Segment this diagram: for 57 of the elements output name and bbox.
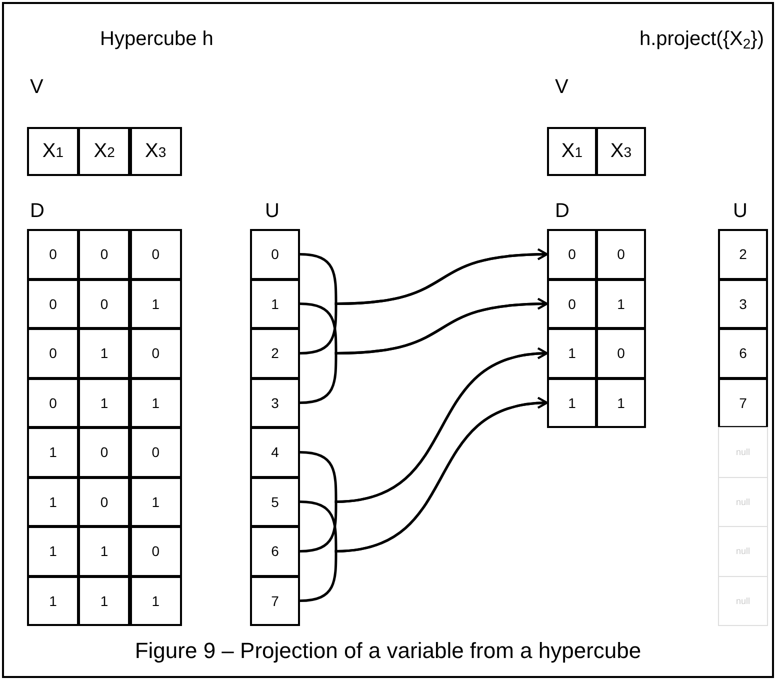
heading: Hypercube h: [100, 28, 214, 51]
arrow: [300, 298, 548, 404]
table-label: U: [733, 200, 748, 223]
value-text: 1: [596, 278, 646, 329]
index-value: 1: [250, 278, 300, 329]
figure-caption: Figure 9 – Projection of a variable from a hypercube: [134, 638, 642, 664]
value-text: 0: [130, 229, 182, 280]
value-text: 0: [547, 229, 597, 280]
table-label: V: [30, 76, 44, 99]
value-text: 1: [547, 378, 597, 428]
value-text: 0: [130, 427, 182, 478]
value-text: 1: [27, 526, 79, 576]
value-text: 0: [78, 229, 130, 280]
value-text: 0: [547, 278, 597, 329]
index-value: 0: [250, 229, 300, 280]
index-value: 3: [718, 278, 768, 329]
value-text: 1: [130, 576, 182, 626]
value-text: 1: [596, 378, 646, 428]
value-text: 0: [27, 278, 79, 329]
value-text: 1: [547, 328, 597, 378]
index-value: 6: [250, 526, 300, 576]
index-value: 4: [250, 427, 300, 478]
value-text: 0: [27, 229, 79, 280]
arrow: [300, 248, 548, 354]
value-text: 0: [27, 328, 79, 378]
value-text: 0: [78, 427, 130, 478]
index-value: 7: [250, 576, 300, 626]
value-text: 1: [130, 278, 182, 329]
value-text: 1: [27, 427, 79, 478]
value-text: 1: [78, 328, 130, 378]
index-value: 5: [250, 476, 300, 527]
value-text: 0: [78, 278, 130, 329]
value-text: 0: [130, 328, 182, 378]
value-text: 1: [27, 476, 79, 527]
value-text: 1: [27, 576, 79, 626]
value-text: 1: [78, 378, 130, 428]
index-value: 2: [718, 229, 768, 280]
index-value: 7: [718, 378, 768, 428]
value-text: 0: [130, 526, 182, 576]
table-label: D: [30, 200, 44, 223]
index-value: 6: [718, 328, 768, 378]
table-label: V: [555, 76, 568, 99]
index-value: 3: [250, 378, 300, 428]
value-text: 1: [78, 526, 130, 576]
arrow: [300, 348, 548, 552]
table-label: U: [265, 200, 280, 223]
table-label: D: [555, 200, 570, 223]
value-text: 0: [596, 229, 646, 280]
heading: h.project({X$_{2}$}): [639, 28, 764, 51]
arrow: [300, 398, 548, 602]
index-value: 2: [250, 328, 300, 378]
value-text: 0: [27, 378, 79, 428]
value-text: 0: [596, 328, 646, 378]
value-text: 0: [78, 476, 130, 527]
value-text: 1: [130, 476, 182, 527]
value-text: 1: [78, 576, 130, 626]
value-text: 1: [130, 378, 182, 428]
